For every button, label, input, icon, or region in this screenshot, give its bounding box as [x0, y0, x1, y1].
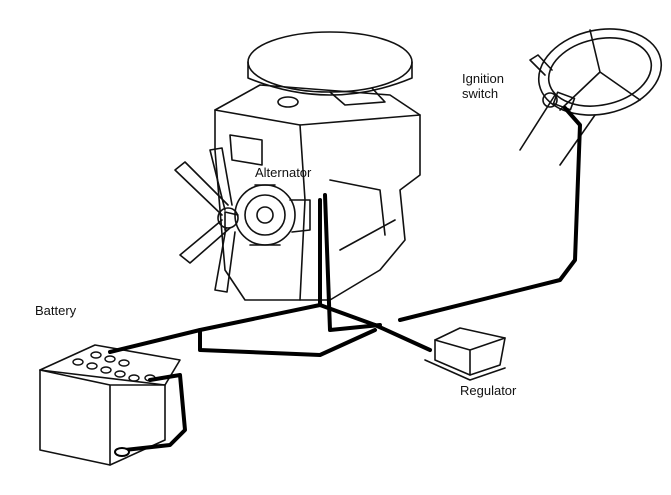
- regulator-label: Regulator: [460, 383, 517, 398]
- ignition-switch-label: Ignition switch: [462, 71, 504, 101]
- engine: [214, 31, 421, 301]
- wiring: [108, 106, 582, 457]
- battery: [39, 344, 181, 466]
- alternator-label: Alternator: [255, 165, 312, 180]
- alternator: [224, 184, 311, 246]
- ignition-switch-label-line2: switch: [462, 86, 499, 101]
- regulator: [424, 327, 506, 381]
- steering-column: [519, 28, 663, 166]
- battery-label: Battery: [35, 303, 77, 318]
- cooling-fan: [174, 147, 239, 293]
- ignition-switch-label-line1: Ignition: [462, 71, 504, 86]
